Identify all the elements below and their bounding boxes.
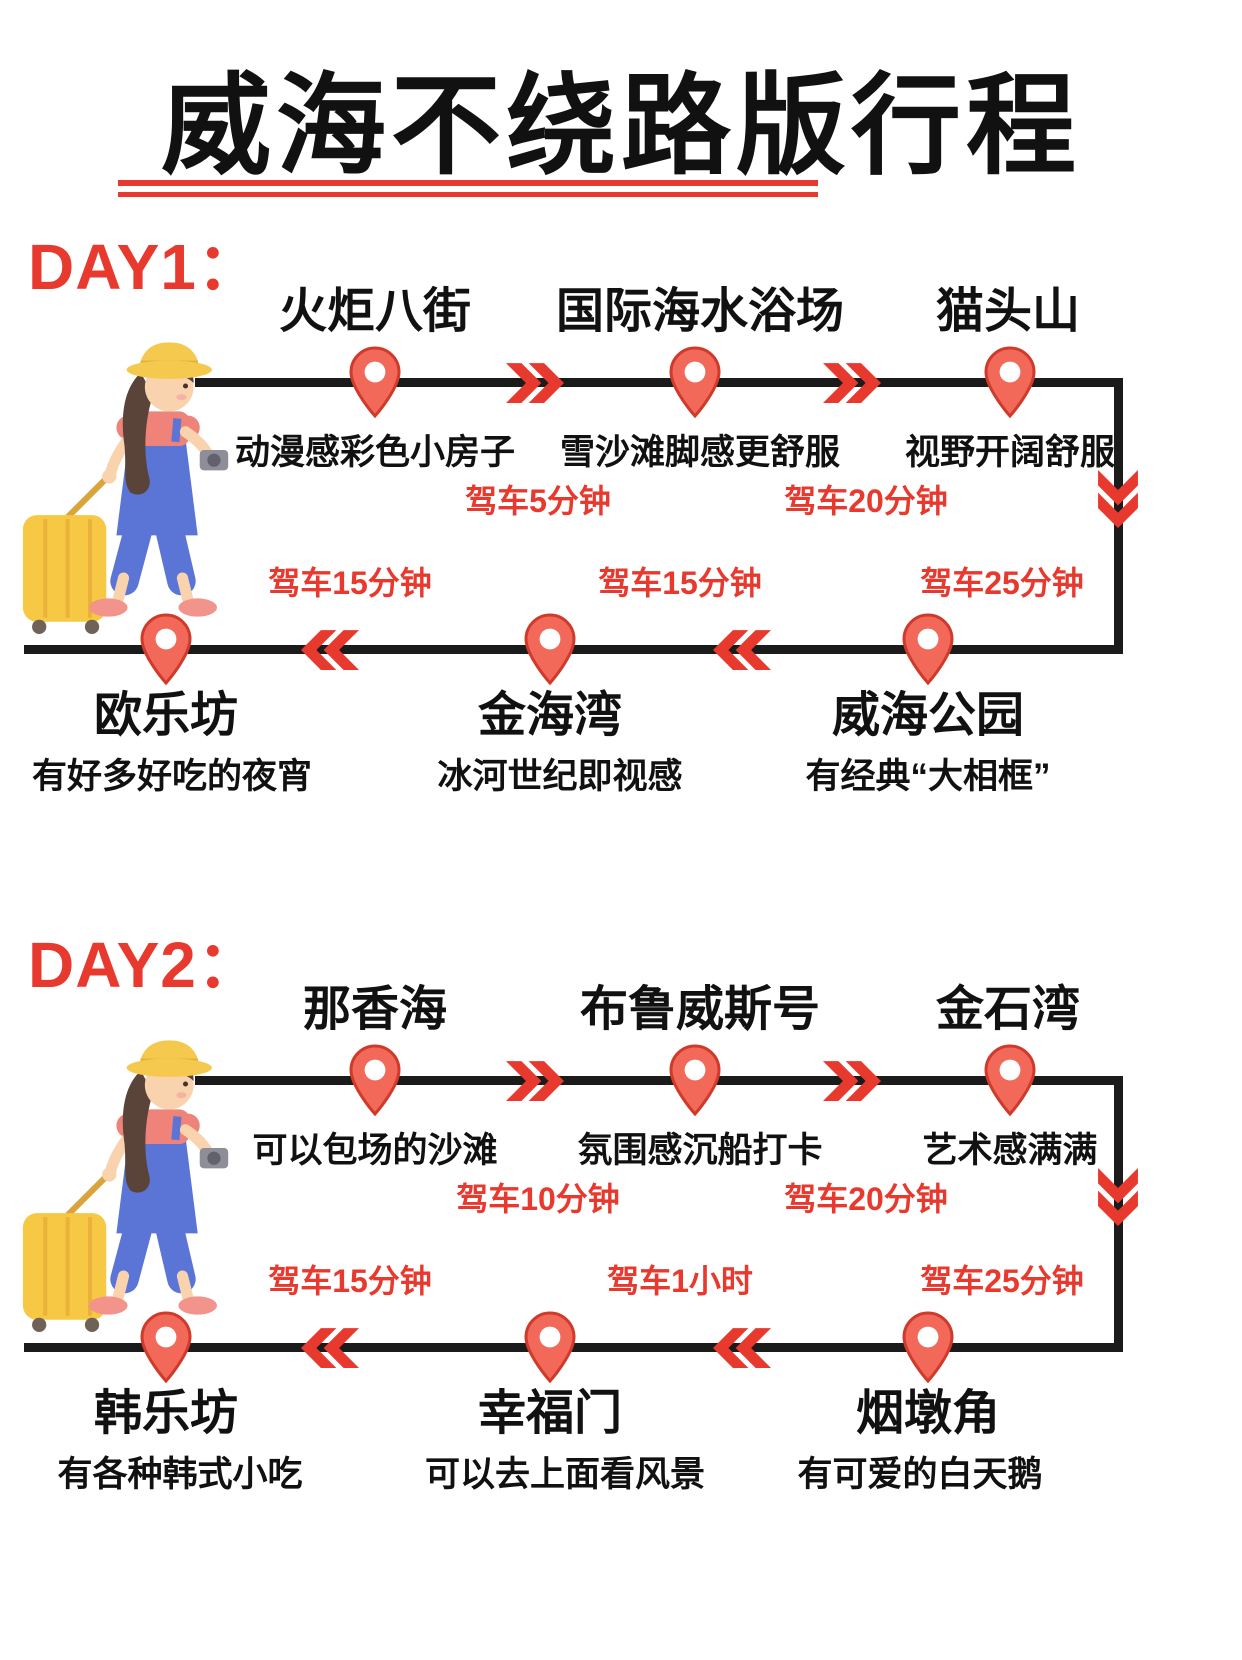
- stop-name: 幸福门: [477, 1387, 623, 1440]
- day1-section: DAY1：: [0, 222, 1242, 882]
- location-pin-icon: [349, 1044, 401, 1116]
- location-pin-icon: [140, 613, 192, 685]
- stop-name: 威海公园: [831, 689, 1025, 742]
- page-title: 威海不绕路版行程: [161, 65, 1081, 188]
- stop-desc: 可以去上面看风景: [424, 1455, 706, 1494]
- drive-time: 驾车20分钟: [784, 1181, 948, 1217]
- stop-desc: 有经典“大相框”: [805, 757, 1051, 796]
- stop-desc: 雪沙滩脚感更舒服: [559, 433, 841, 472]
- drive-time: 驾车1小时: [607, 1263, 753, 1299]
- location-pin-icon: [524, 1311, 576, 1383]
- drive-time: 驾车15分钟: [598, 565, 762, 601]
- stop-desc: 可以包场的沙滩: [252, 1131, 498, 1170]
- traveler-with-suitcase-illustration: [22, 342, 229, 634]
- location-pin-icon: [140, 1311, 192, 1383]
- chevron-right-icon: [506, 1061, 564, 1101]
- chevron-down-icon: [1098, 1168, 1138, 1226]
- stop-desc: 视野开阔舒服: [904, 433, 1116, 472]
- stop-name: 欧乐坊: [93, 689, 239, 742]
- route-line-return: [24, 645, 1123, 654]
- stop-name: 火炬八街: [278, 285, 472, 338]
- location-pin-icon: [669, 1044, 721, 1116]
- stop-desc: 动漫感彩色小房子: [234, 433, 516, 472]
- route-line-return: [24, 1343, 1123, 1352]
- stop-name: 国际海水浴场: [555, 285, 845, 338]
- drive-time: 驾车25分钟: [920, 1263, 1084, 1299]
- chevron-right-icon: [823, 363, 881, 403]
- stop-name: 金海湾: [477, 689, 623, 742]
- stop-desc: 有各种韩式小吃: [57, 1455, 303, 1494]
- drive-time: 驾车10分钟: [456, 1181, 620, 1217]
- traveler-with-suitcase-illustration: [22, 1040, 229, 1332]
- stop-desc: 艺术感满满: [922, 1131, 1098, 1170]
- stop-name: 金石湾: [935, 983, 1081, 1036]
- location-pin-icon: [902, 613, 954, 685]
- chevron-right-icon: [506, 363, 564, 403]
- location-pin-icon: [524, 613, 576, 685]
- chevron-down-icon: [1098, 470, 1138, 528]
- drive-time: 驾车5分钟: [465, 483, 611, 519]
- location-pin-icon: [349, 346, 401, 418]
- chevron-left-icon: [301, 1328, 359, 1368]
- stop-desc: 冰河世纪即视感: [437, 757, 683, 796]
- drive-time: 驾车15分钟: [268, 565, 432, 601]
- day2-label: DAY2：: [28, 929, 262, 1001]
- location-pin-icon: [669, 346, 721, 418]
- location-pin-icon: [902, 1311, 954, 1383]
- day1-label: DAY1：: [28, 231, 262, 303]
- route-line-outbound: [195, 378, 1123, 387]
- stop-name: 韩乐坊: [93, 1387, 239, 1440]
- chevron-left-icon: [713, 630, 771, 670]
- location-pin-icon: [984, 346, 1036, 418]
- stop-name: 猫头山: [935, 285, 1081, 338]
- location-pin-icon: [984, 1044, 1036, 1116]
- drive-time: 驾车25分钟: [920, 565, 1084, 601]
- stop-name: 布鲁威斯号: [579, 983, 821, 1036]
- stop-name: 那香海: [302, 983, 448, 1036]
- stop-desc: 有可爱的白天鹅: [797, 1455, 1043, 1494]
- stop-desc: 氛围感沉船打卡: [577, 1131, 823, 1170]
- drive-time: 驾车15分钟: [268, 1263, 432, 1299]
- title-underline: [118, 180, 818, 197]
- stop-name: 烟墩角: [855, 1387, 1001, 1440]
- chevron-right-icon: [823, 1061, 881, 1101]
- chevron-left-icon: [713, 1328, 771, 1368]
- stop-desc: 有好多好吃的夜宵: [31, 757, 313, 796]
- day2-section: DAY2：: [0, 920, 1242, 1580]
- route-line-outbound: [195, 1076, 1123, 1085]
- drive-time: 驾车20分钟: [784, 483, 948, 519]
- chevron-left-icon: [301, 630, 359, 670]
